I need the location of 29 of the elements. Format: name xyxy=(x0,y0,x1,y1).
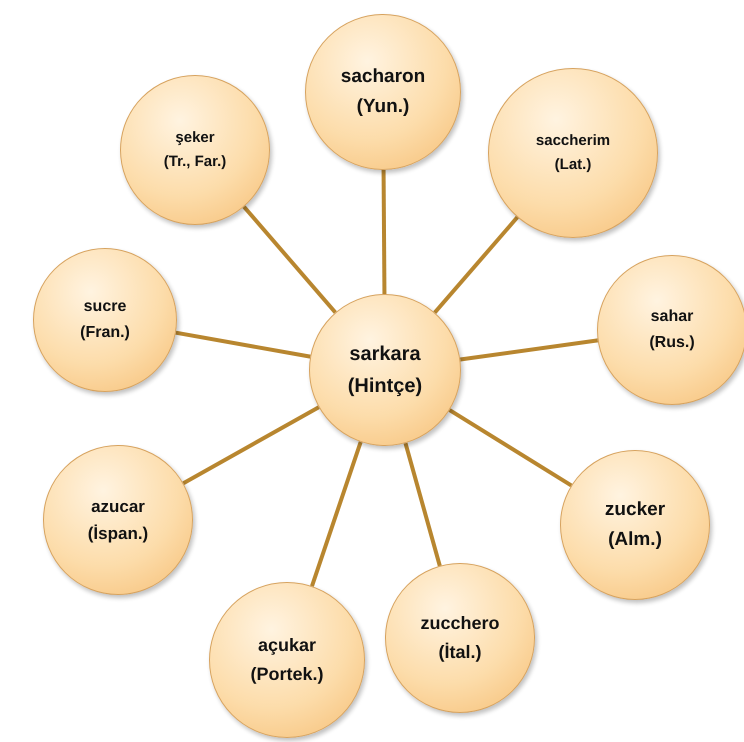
connector-line xyxy=(310,441,363,587)
language-label: (Yun.) xyxy=(356,95,410,119)
word-label: zucker xyxy=(604,498,666,522)
word-label: sucre xyxy=(84,297,126,318)
connector-line xyxy=(242,205,337,314)
language-label: (Alm.) xyxy=(608,528,662,552)
word-label: sarkara xyxy=(349,342,421,367)
language-label: (Fran.) xyxy=(80,323,130,343)
connector-line xyxy=(433,216,519,314)
language-label: (Hintçe) xyxy=(348,374,422,399)
word-label: açukar xyxy=(258,634,316,658)
word-label: şeker xyxy=(175,128,215,148)
connector-line xyxy=(176,330,311,359)
language-label: (Tr., Far.) xyxy=(164,152,226,172)
language-label: (İspan.) xyxy=(88,523,148,545)
word-label: zucchero xyxy=(420,612,500,636)
language-label: (Portek.) xyxy=(250,663,324,686)
word-label: azucar xyxy=(91,496,145,518)
language-label: (İtal.) xyxy=(438,641,482,664)
word-label: sahar xyxy=(650,307,694,328)
connector-line xyxy=(404,442,442,566)
connector-line xyxy=(460,338,598,362)
word-label: sacharon xyxy=(340,64,426,89)
word-label: saccherim xyxy=(536,131,610,151)
connector-line xyxy=(382,170,386,294)
connector-line xyxy=(182,405,320,485)
connector-line xyxy=(448,408,572,488)
language-label: (Lat.) xyxy=(554,155,592,175)
language-label: (Rus.) xyxy=(649,333,695,353)
